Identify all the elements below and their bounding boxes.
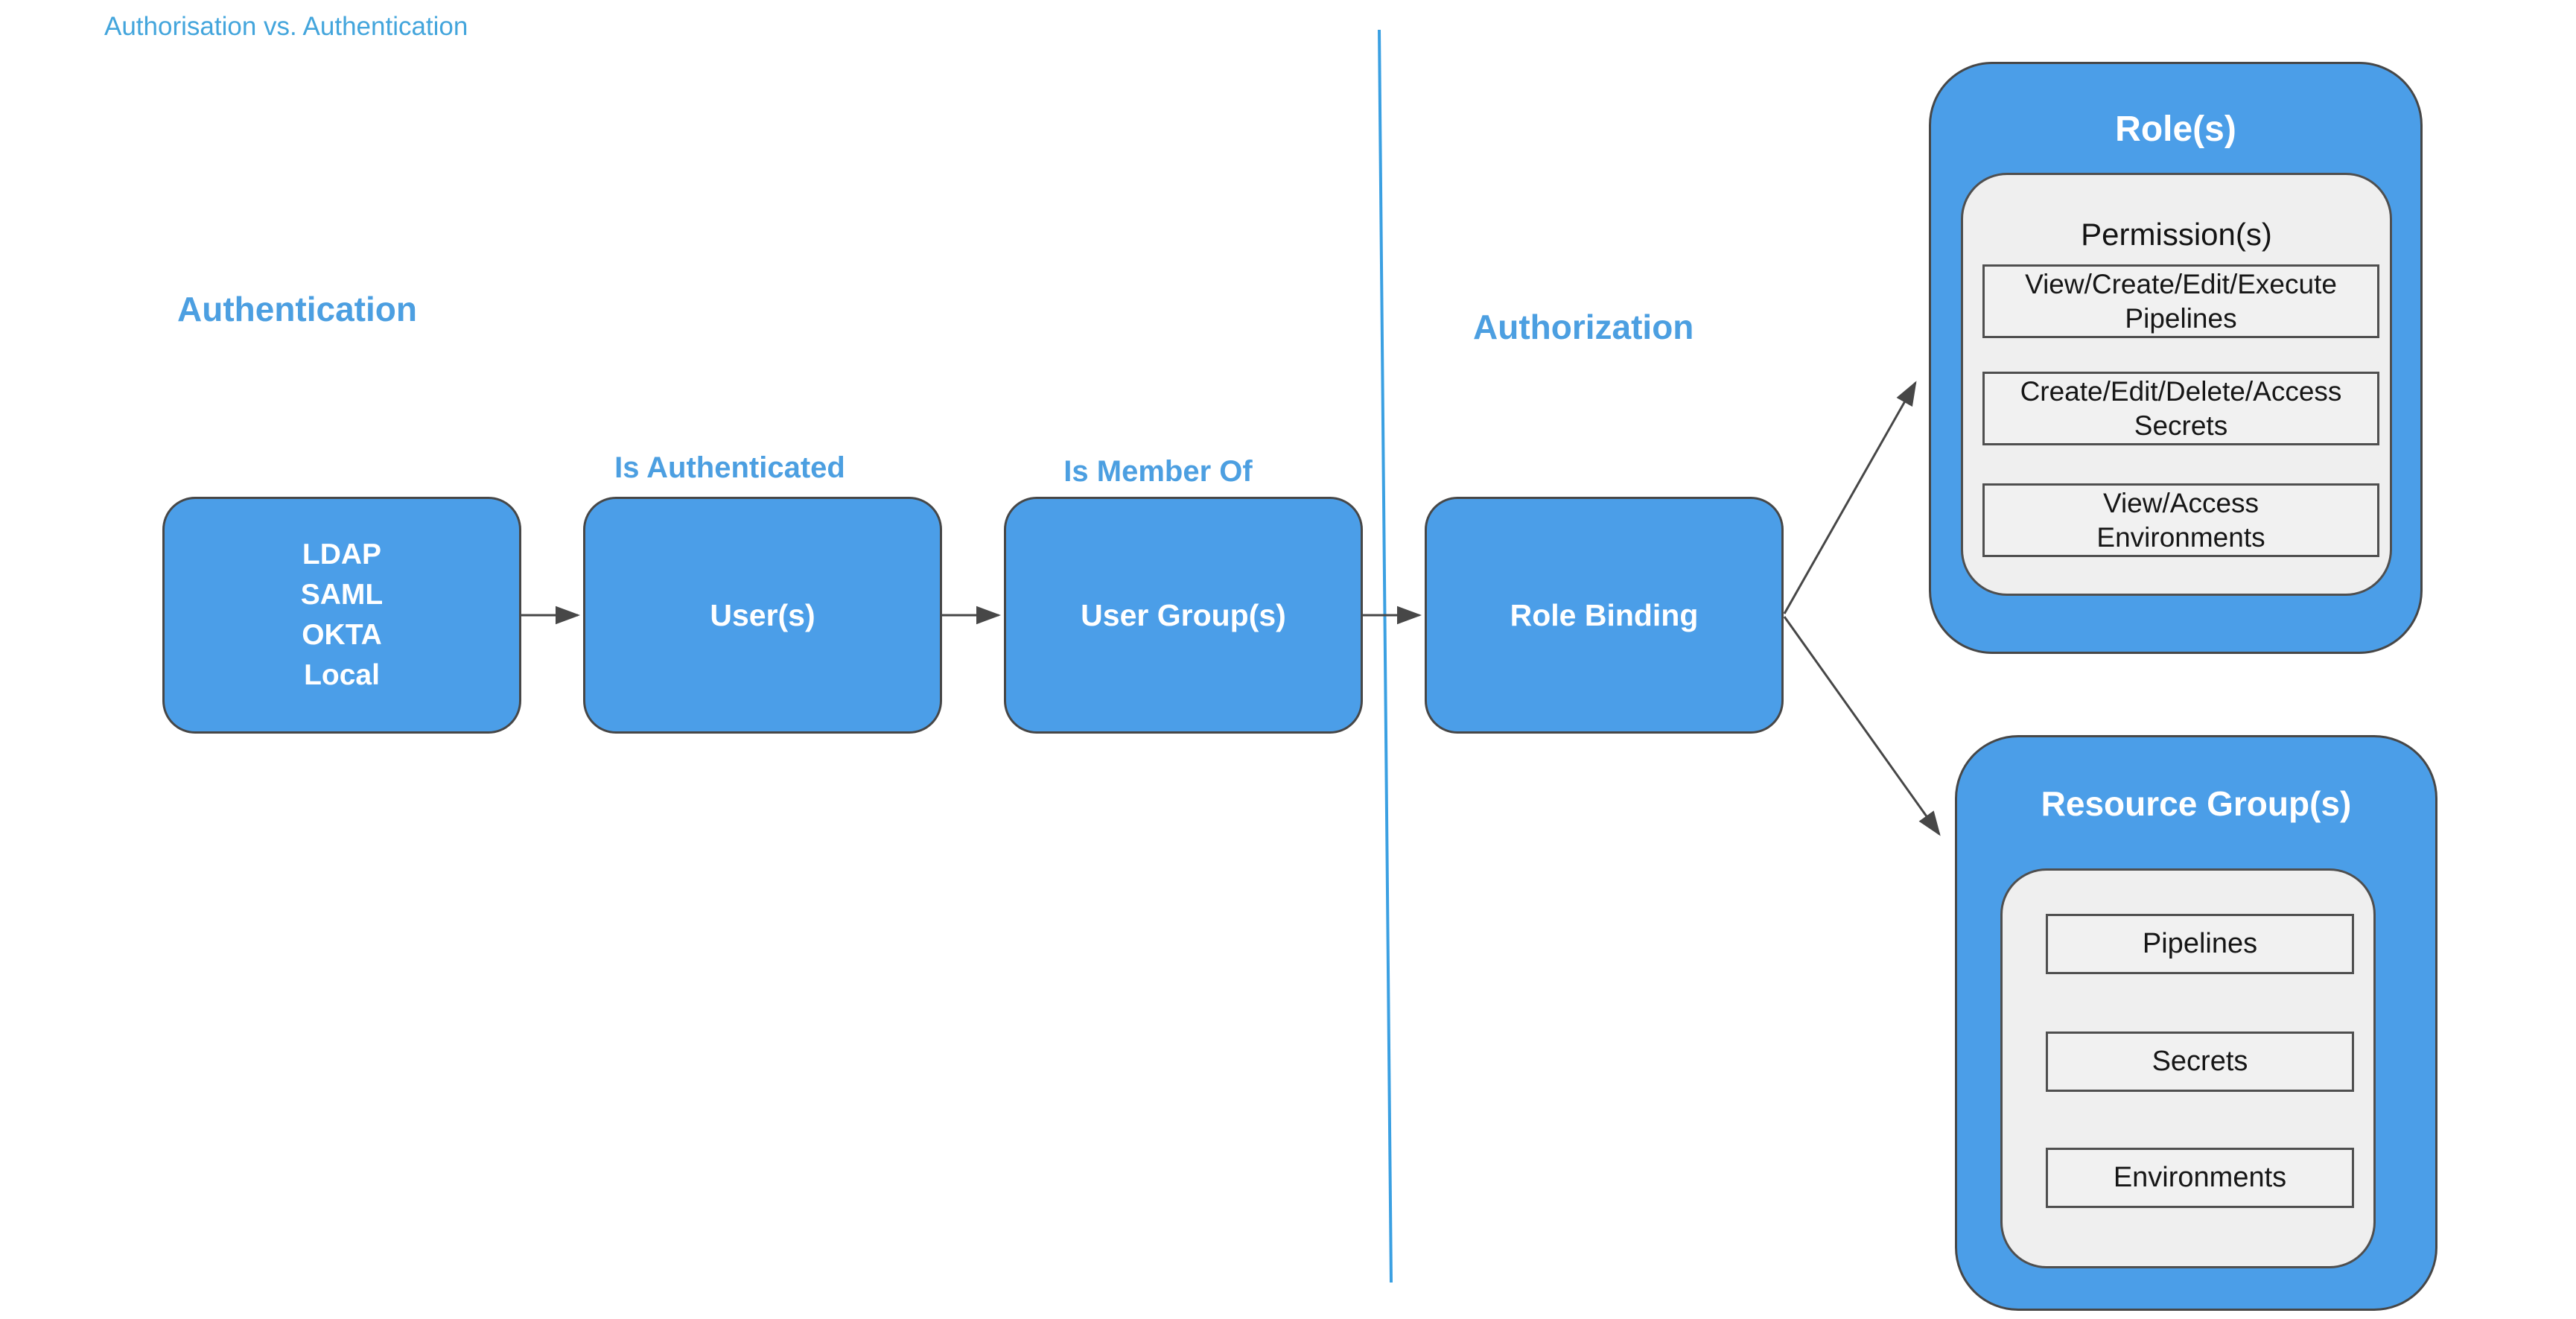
role-binding-node: Role Binding [1425, 497, 1784, 734]
resource-item-label: Environments [2113, 1162, 2287, 1193]
arrow-rolebinding-to-resources [1783, 616, 1941, 836]
role-binding-label: Role Binding [1510, 597, 1699, 632]
roles-group-title: Role(s) [2115, 109, 2236, 149]
user-groups-label: User Group(s) [1081, 597, 1286, 632]
identity-providers-label: LDAP SAML OKTA Local [300, 538, 384, 691]
permission-item-label: View/Create/Edit/Execute Pipelines [2025, 268, 2337, 334]
identity-providers-node: LDAP SAML OKTA Local [162, 497, 521, 734]
permission-item-environments: View/Access Environments [1982, 483, 2379, 557]
authentication-section-label: Authentication [177, 290, 417, 328]
authorization-section-label: Authorization [1473, 308, 1694, 346]
resources-container: Pipelines Secrets Environments [2000, 868, 2376, 1268]
resource-groups-group: Resource Group(s) Pipelines Secrets Envi… [1955, 735, 2437, 1311]
permissions-container: Permission(s) View/Create/Edit/Execute P… [1961, 173, 2392, 596]
edge-label-is-member-of: Is Member Of [1063, 455, 1253, 488]
resource-item-secrets: Secrets [2046, 1032, 2354, 1092]
permission-item-label: View/Access Environments [2096, 487, 2265, 553]
users-label: User(s) [710, 597, 815, 632]
resource-item-pipelines: Pipelines [2046, 914, 2354, 974]
section-divider-line [1378, 29, 1393, 1283]
arrow-rolebinding-to-roles [1783, 381, 1917, 614]
user-groups-node: User Group(s) [1004, 497, 1363, 734]
permission-item-secrets: Create/Edit/Delete/Access Secrets [1982, 372, 2379, 445]
resource-item-label: Pipelines [2142, 928, 2258, 959]
page-title: Authorisation vs. Authentication [104, 12, 468, 41]
resource-item-environments: Environments [2046, 1148, 2354, 1208]
resource-groups-title: Resource Group(s) [2041, 784, 2352, 823]
resource-item-label: Secrets [2152, 1046, 2248, 1077]
permission-item-label: Create/Edit/Delete/Access Secrets [2020, 375, 2342, 441]
users-node: User(s) [583, 497, 942, 734]
roles-group: Role(s) Permission(s) View/Create/Edit/E… [1929, 62, 2423, 654]
permission-item-pipelines: View/Create/Edit/Execute Pipelines [1982, 264, 2379, 338]
permissions-heading: Permission(s) [2081, 217, 2272, 252]
edge-label-is-authenticated: Is Authenticated [614, 451, 845, 484]
